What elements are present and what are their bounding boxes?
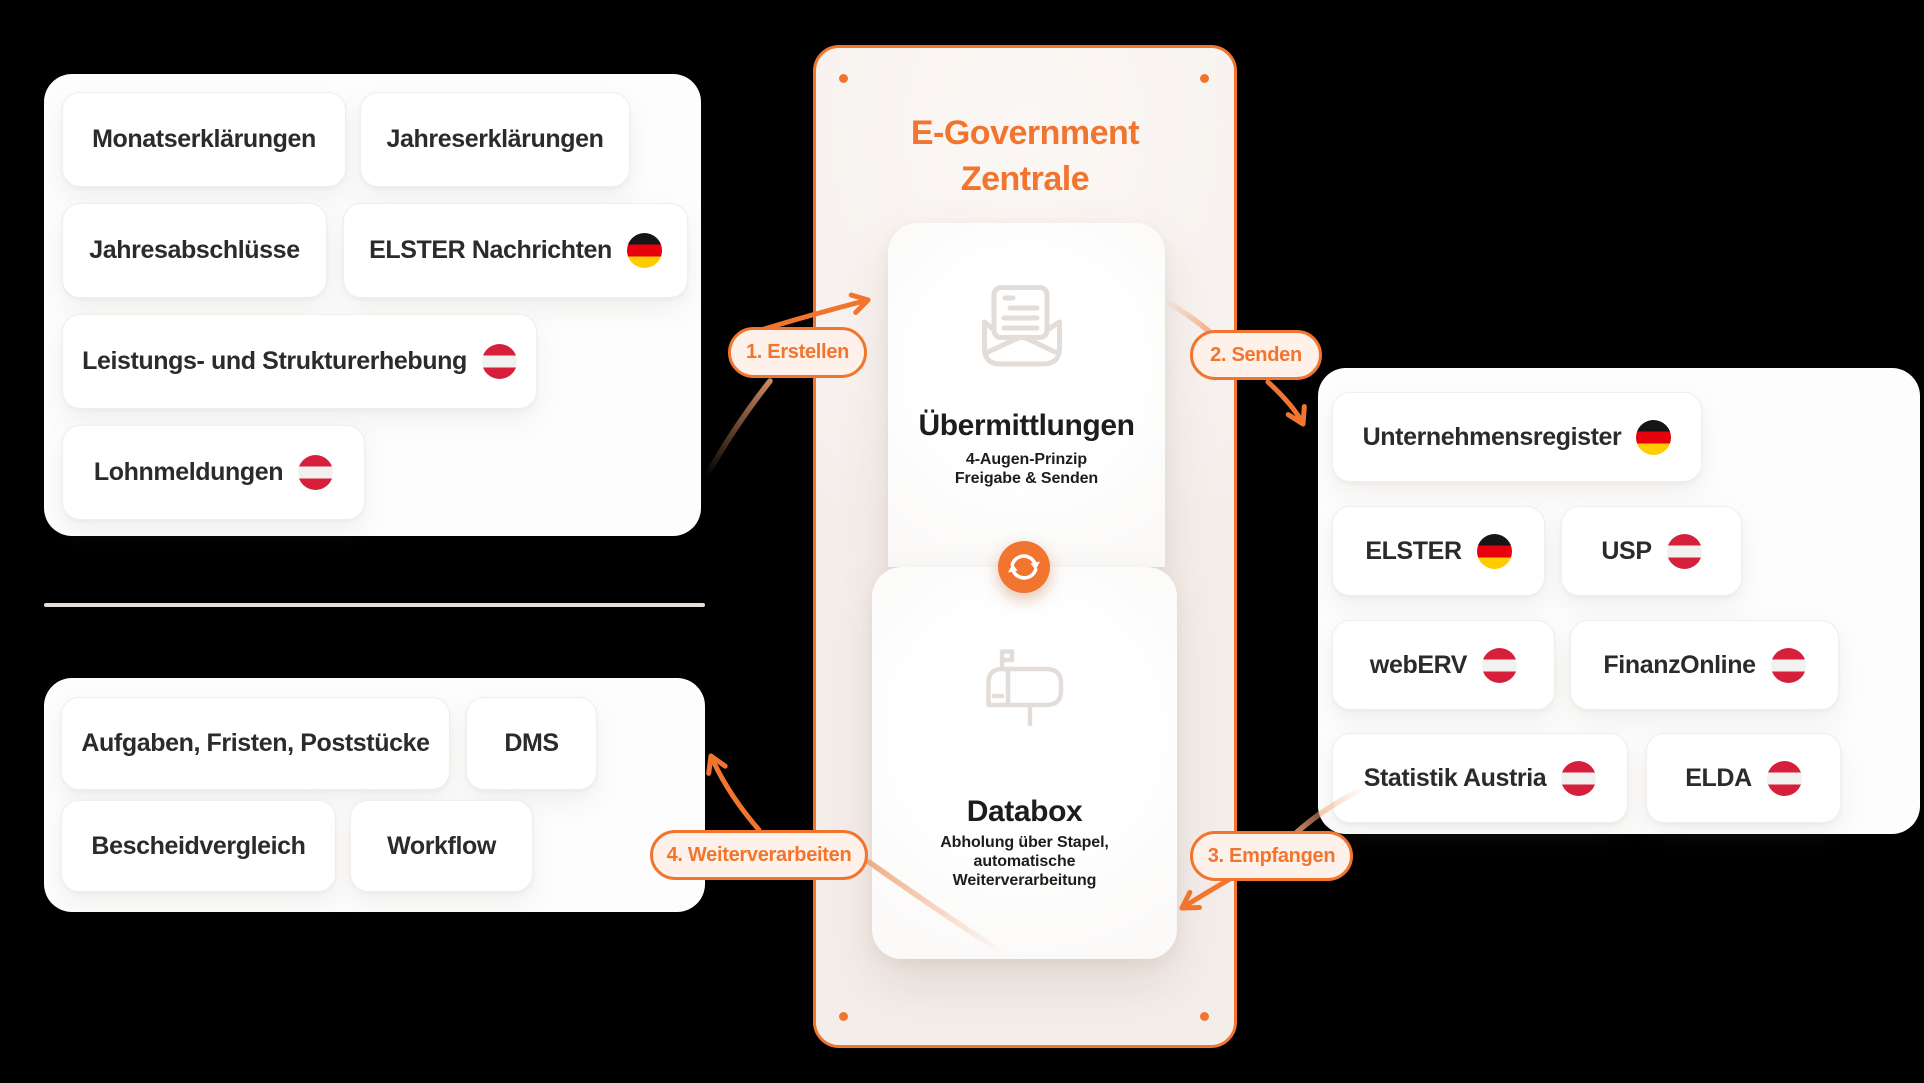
chip-label: Monatserklärungen	[92, 125, 316, 153]
chip-label: webERV	[1369, 650, 1468, 679]
authorities-card: Unternehmensregister ELSTER USP webERV F…	[1318, 368, 1920, 834]
flag-de-icon	[1476, 533, 1512, 569]
mailbox-icon	[986, 649, 1064, 727]
chip-bescheidvergleich[interactable]: Bescheidvergleich	[61, 800, 336, 892]
arrow-step2-icon	[1265, 379, 1307, 427]
sync-arrowhead	[1030, 561, 1040, 570]
corner-dot-icon	[839, 74, 848, 83]
sync-arrowhead	[1008, 564, 1018, 573]
badge-label: 2. Senden	[1210, 343, 1302, 366]
badge-label: 3. Empfangen	[1207, 844, 1336, 867]
center-title-line1: E-Government	[910, 114, 1140, 152]
databox-subtitle: Abholung über Stapel, automatische Weite…	[940, 834, 1109, 889]
tail-step1	[703, 378, 773, 480]
corner-dot-icon	[839, 1012, 848, 1021]
center-title: E-Government Zentrale	[813, 110, 1237, 202]
chip-label: DMS	[504, 729, 559, 757]
chip-label: Jahresabschlüsse	[89, 236, 300, 264]
sync-icon	[1008, 554, 1040, 580]
declarations-card: Monatserklärungen Jahreserklärungen Jahr…	[44, 74, 701, 536]
chip-label: FinanzOnline	[1603, 650, 1756, 679]
flag-at-icon	[1770, 647, 1806, 683]
chip-label: Leistungs- und Strukturerhebung	[82, 347, 467, 375]
chip-weberv[interactable]: webERV	[1332, 620, 1555, 710]
flag-at-icon	[1666, 533, 1702, 569]
chip-leistungs-strukturerhebung[interactable]: Leistungs- und Strukturerhebung	[62, 314, 537, 409]
chip-label: ELSTER Nachrichten	[369, 236, 612, 264]
chip-label: Bescheidvergleich	[91, 831, 306, 860]
arrow-step4-icon	[706, 753, 762, 833]
chip-label: Statistik Austria	[1363, 763, 1547, 792]
uebermittlungen-card: Übermittlungen 4-Augen-Prinzip Freigabe …	[888, 223, 1165, 567]
databox-title: Databox	[966, 795, 1083, 828]
chip-label: Unternehmensregister	[1362, 422, 1622, 451]
badge-step4-weiterverarbeiten: 4. Weiterverarbeiten	[650, 830, 868, 880]
chip-jahreserklaerungen[interactable]: Jahreserklärungen	[360, 92, 630, 187]
badge-label: 4. Weiterverarbeiten	[666, 843, 852, 866]
chip-label: Workflow	[387, 831, 496, 860]
corner-dot-icon	[1200, 1012, 1209, 1021]
left-column-divider	[44, 603, 705, 607]
sync-badge	[998, 541, 1050, 593]
open-envelope-icon	[982, 285, 1062, 367]
chip-label: Lohnmeldungen	[93, 458, 284, 486]
chip-label: ELSTER	[1365, 536, 1462, 565]
chip-label: Aufgaben, Fristen, Poststücke	[81, 729, 430, 757]
processing-card: Aufgaben, Fristen, Poststücke DMS Besche…	[44, 678, 705, 912]
chip-elster[interactable]: ELSTER	[1332, 506, 1545, 596]
badge-step2-senden: 2. Senden	[1190, 330, 1322, 380]
chip-label: USP	[1601, 536, 1652, 565]
flag-de-icon	[1636, 419, 1672, 455]
badge-step3-empfangen: 3. Empfangen	[1190, 831, 1353, 881]
chip-workflow[interactable]: Workflow	[350, 800, 533, 892]
uebermittlungen-title: Übermittlungen	[918, 409, 1135, 442]
center-title-line2: Zentrale	[960, 160, 1090, 198]
flag-at-icon	[481, 344, 517, 379]
chip-label: Jahreserklärungen	[386, 125, 604, 153]
badge-step1-erstellen: 1. Erstellen	[728, 327, 867, 378]
badge-label: 1. Erstellen	[745, 341, 850, 363]
chip-aufgaben-fristen-poststuecke[interactable]: Aufgaben, Fristen, Poststücke	[61, 697, 450, 790]
flag-at-icon	[1561, 760, 1597, 796]
chip-unternehmensregister[interactable]: Unternehmensregister	[1332, 392, 1702, 482]
flag-at-icon	[1766, 760, 1802, 796]
flag-at-icon	[298, 455, 334, 490]
corner-dot-icon	[1200, 74, 1209, 83]
chip-usp[interactable]: USP	[1561, 506, 1742, 596]
chip-lohnmeldungen[interactable]: Lohnmeldungen	[62, 425, 365, 520]
chip-finanzonline[interactable]: FinanzOnline	[1570, 620, 1839, 710]
flag-at-icon	[1482, 647, 1518, 683]
chip-jahresabschluesse[interactable]: Jahresabschlüsse	[62, 203, 327, 298]
chip-label: ELDA	[1685, 763, 1752, 792]
databox-card: Databox Abholung über Stapel, automatisc…	[872, 567, 1177, 959]
chip-elda[interactable]: ELDA	[1646, 733, 1841, 823]
chip-monatserklaerungen[interactable]: Monatserklärungen	[62, 92, 346, 187]
flag-de-icon	[626, 233, 662, 268]
chip-statistik-austria[interactable]: Statistik Austria	[1332, 733, 1628, 823]
chip-dms[interactable]: DMS	[466, 697, 597, 790]
uebermittlungen-subtitle: 4-Augen-Prinzip Freigabe & Senden	[954, 451, 1099, 487]
chip-elster-nachrichten[interactable]: ELSTER Nachrichten	[343, 203, 688, 298]
